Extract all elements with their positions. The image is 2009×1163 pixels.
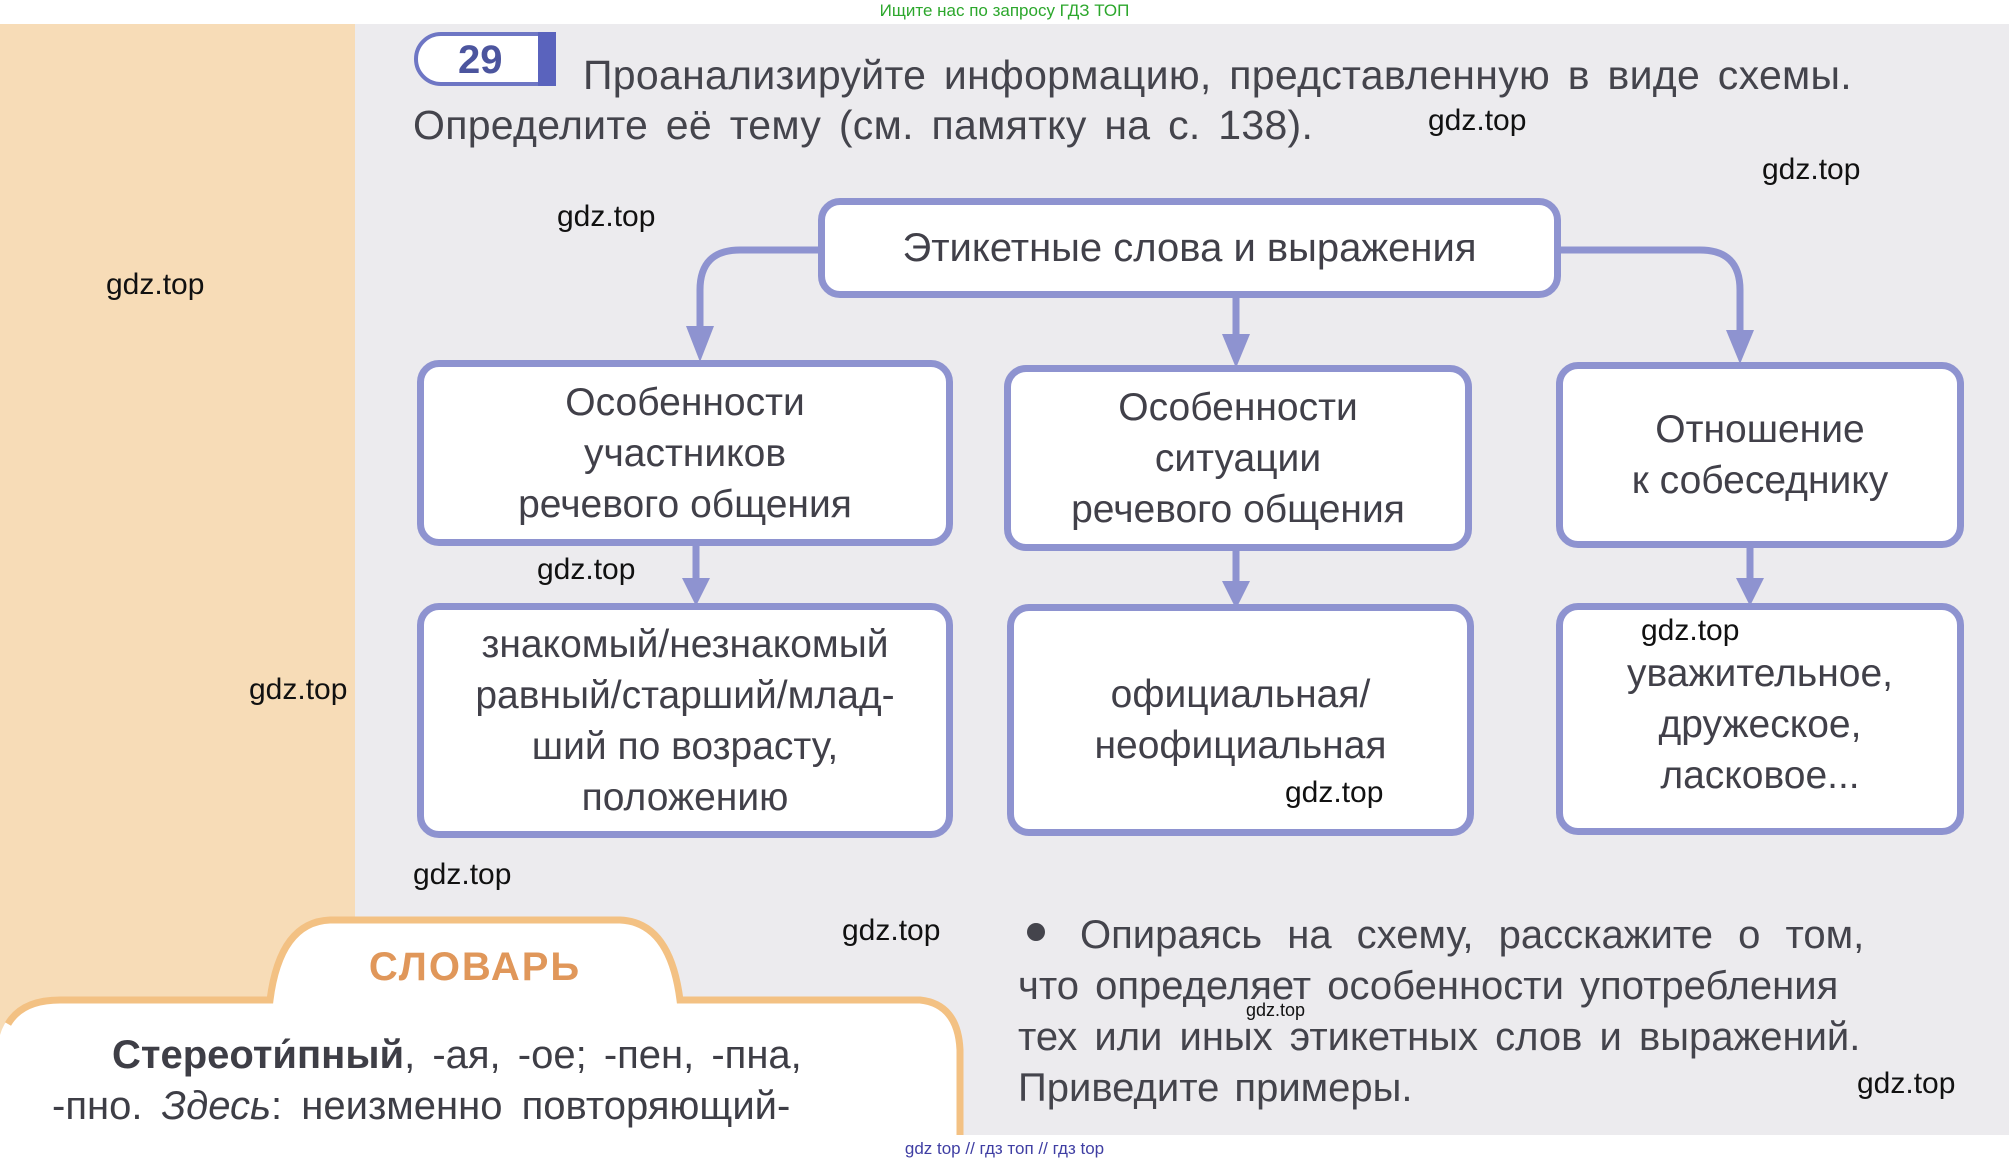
exercise-number: 29 <box>458 38 503 82</box>
bullet-line-4: Приведите примеры. <box>1018 1066 1413 1110</box>
footer-link-1[interactable]: gdz top <box>904 1139 961 1158</box>
branch-situation-box: Особенности ситуации речевого общения <box>1004 365 1472 551</box>
footer-separator: // <box>1038 1139 1048 1158</box>
dictionary-frame <box>0 916 964 1135</box>
footer-link-3[interactable]: гдз top <box>1052 1139 1105 1158</box>
bullet-task: Опираясь на схему, расскажите о том, что… <box>1018 910 1966 1114</box>
watermark: gdz.top <box>842 914 941 947</box>
scheme-root-box: Этикетные слова и выражения <box>818 198 1561 298</box>
arrow-head-left-down <box>682 578 710 606</box>
header-link[interactable]: Ищите нас по запросу ГДЗ ТОП <box>0 0 2009 24</box>
dictionary-line-2: -пно. Здесь: неизменно повторяющий- <box>52 1081 907 1132</box>
dictionary-line2-start: -пно. <box>52 1084 162 1128</box>
arrow-head-root-left <box>686 326 714 362</box>
watermark: gdz.top <box>413 858 512 891</box>
dictionary-entry: Стереоти́пный, -ая, -ое; -пен, -пна, -пн… <box>52 1030 907 1132</box>
watermark: gdz.top <box>1246 1000 1306 1020</box>
watermark: gdz.top <box>1428 104 1527 137</box>
bullet-dot-icon <box>1027 923 1045 941</box>
dictionary-endings: , -ая, -ое; -пен, -пна, <box>404 1033 802 1077</box>
dictionary-line-1: Стереоти́пный, -ая, -ое; -пен, -пна, <box>52 1030 907 1081</box>
watermark: gdz.top <box>1762 153 1861 186</box>
bullet-line-2: что определяет особенности употребления <box>1018 964 1839 1008</box>
arrow-head-root-right <box>1726 330 1754 364</box>
watermark: gdz.top <box>106 268 205 301</box>
detail-participants-box: знакомый/незнакомый равный/старший/млад-… <box>417 603 953 838</box>
bullet-line-3: тех или иных этикетных слов и выражений. <box>1018 1015 1861 1059</box>
badge-accent-bar <box>538 32 556 86</box>
watermark: gdz.top <box>249 673 348 706</box>
detail-situation-box: официальная/ неофициальная <box>1007 604 1474 836</box>
task-line-2: Определите её тему (см. памятку на с. 13… <box>413 102 1314 148</box>
branch-participants-box: Особенности участников речевого общения <box>417 360 953 546</box>
footer-link-2[interactable]: гдз топ <box>979 1139 1034 1158</box>
connector-root-left <box>696 246 822 334</box>
dictionary-line2-rest: : неизменно повторяющий- <box>271 1084 791 1128</box>
watermark: gdz.top <box>1857 1067 1956 1100</box>
exercise-number-badge: 29 <box>414 32 556 86</box>
connector-root-right <box>1554 246 1744 338</box>
arrow-head-right-down <box>1736 578 1764 606</box>
arrow-head-root-middle <box>1222 334 1250 368</box>
dictionary-title: СЛОВАРЬ <box>368 945 582 989</box>
textbook-page: 29 Проанализируйте информацию, представл… <box>0 0 2009 1135</box>
footer-separator: // <box>965 1139 975 1158</box>
watermark: gdz.top <box>1285 776 1384 809</box>
dictionary-word: Стереоти́пный <box>112 1033 405 1077</box>
dictionary-here-label: Здесь <box>161 1084 272 1128</box>
watermark: gdz.top <box>537 553 636 586</box>
branch-attitude-box: Отношение к собеседнику <box>1556 362 1964 548</box>
watermark: gdz.top <box>1641 614 1740 647</box>
arrow-head-middle-down <box>1222 581 1250 609</box>
watermark: gdz.top <box>557 200 656 233</box>
bullet-line-1: Опираясь на схему, расскажите о том, <box>1080 913 1865 957</box>
detail-attitude-box: уважительное, дружеское, ласковое... <box>1556 603 1964 835</box>
footer-links: gdz top // гдз топ // гдз top <box>0 1135 2009 1163</box>
scheme-connectors <box>682 246 1764 609</box>
task-line-1: Проанализируйте информацию, представленн… <box>583 52 1852 98</box>
